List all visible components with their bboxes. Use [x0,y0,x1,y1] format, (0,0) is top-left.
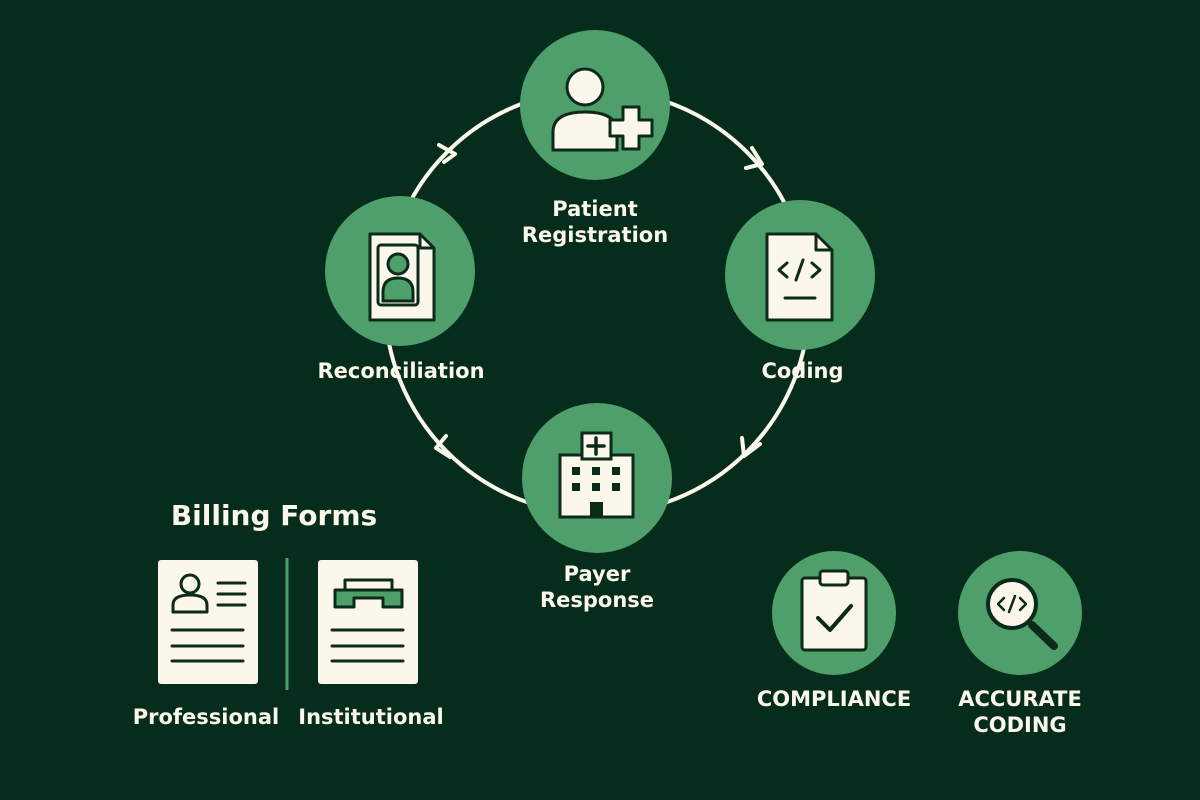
label-line: COMPLIANCE [756,687,912,711]
code-document-icon [765,232,834,322]
magnifier-code-icon [986,578,1058,650]
institutional-form-icon [318,560,418,684]
label-line: Registration [521,223,669,247]
label-line: Coding [761,359,844,383]
accurate-coding-badge [958,551,1082,675]
professional-form-icon [158,560,258,684]
professional-label: Professional [132,705,280,729]
label-line: CODING [973,713,1067,737]
coding-label: Coding [735,358,870,384]
id-document-icon [368,232,436,322]
patient-registration-node [520,30,670,180]
hospital-icon [558,431,635,519]
user-add-icon [551,67,654,152]
arrow-head-bottom-left [434,434,452,459]
label-line: ACCURATE [958,687,1082,711]
institutional-label: Institutional [298,705,444,729]
label-line: Reconciliation [317,359,485,383]
accurate-coding-label: ACCURATE CODING [930,686,1110,738]
node-circle [520,30,670,180]
payer-response-node [522,403,672,553]
clipboard-check-icon [800,569,868,652]
coding-node [725,200,875,350]
arrow-head-bottom-right [740,436,762,458]
patient-registration-label: Patient Registration [510,196,680,248]
compliance-label: COMPLIANCE [744,686,924,712]
arrow-head-top-left [437,143,457,164]
billing-forms-title: Billing Forms [170,499,378,532]
label-line: Patient [552,197,638,221]
label-line: Response [539,588,655,612]
payer-response-label: Payer Response [517,561,677,613]
reconciliation-label: Reconciliation [300,358,502,384]
reconciliation-node [325,196,475,346]
arrow-head-top-right [744,146,764,170]
compliance-badge [772,551,896,675]
label-line: Payer [563,562,631,586]
